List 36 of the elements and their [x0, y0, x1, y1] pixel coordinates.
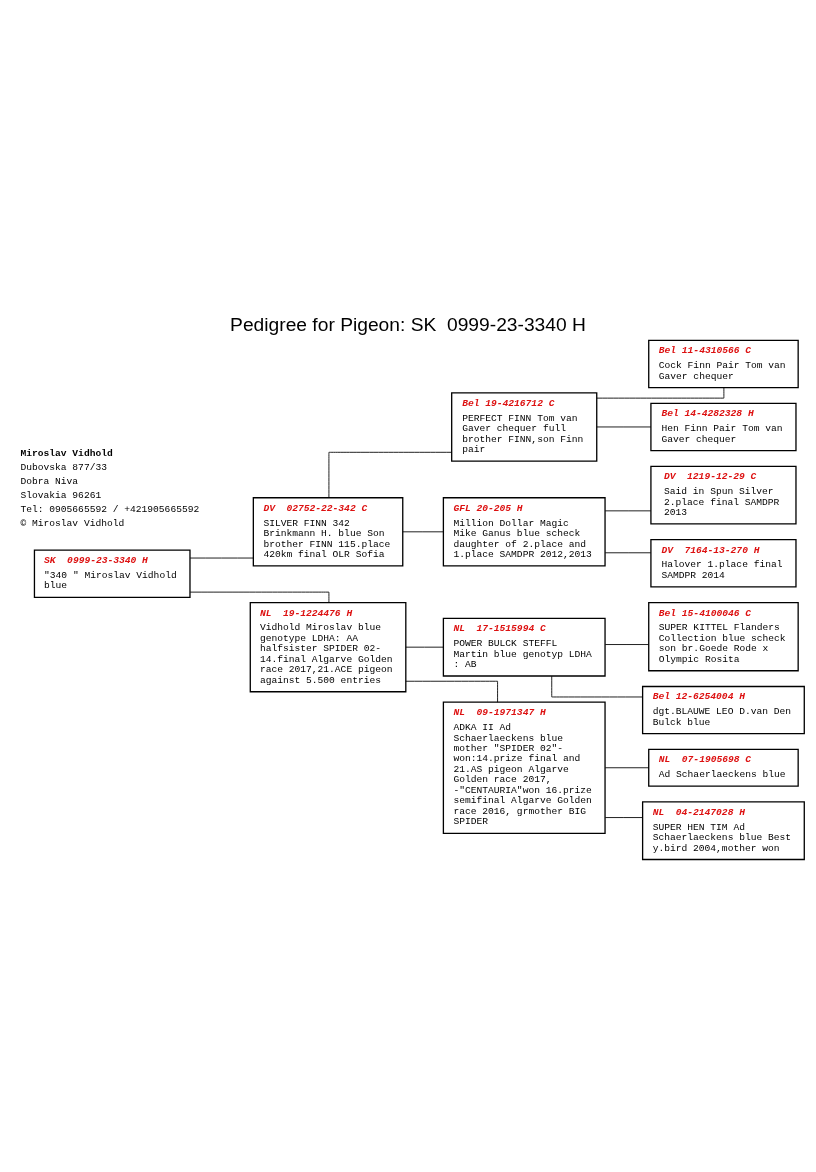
- node-box: DV 7164-13-270 H Halover 1.place final SAMDPR 2014: [650, 539, 797, 588]
- label: Dubovska 877/33: [20, 462, 107, 474]
- node-box: Bel 11-4310566 C Cock Finn Pair Tom van Gaver chequer: [648, 339, 799, 389]
- node-box: NL 07-1905698 C Ad Schaerlaeckens blue: [648, 748, 799, 787]
- connector: [189, 557, 254, 559]
- connector: [604, 817, 643, 818]
- label: Slovakia 96261: [20, 490, 102, 502]
- label: Miroslav Vidhold: [20, 447, 113, 459]
- node-box: Bel 12-6254004 H dgt.BLAUWE LEO D.van Den Bulck blue: [641, 685, 805, 735]
- node-box: NL 17-1515994 C POWER BULCK STEFFL Martin blue genotyp LDHA : AB: [442, 617, 606, 677]
- label: Dobra Niva: [20, 476, 79, 488]
- connector: [402, 531, 444, 533]
- connector: [405, 680, 498, 703]
- label: Tel: 0905665592 / +421905665592: [20, 504, 200, 516]
- node-box: DV 02752-22-342 C SILVER FINN 342 Brinkmann H. blue Son brother FINN 115.place 420km final OLR Sofia: [252, 497, 404, 567]
- diagram-title: Pedigree for Pigeon: SK 0999-23-3340 H: [230, 314, 586, 336]
- node-box: NL 19-1224476 H Vidhold Miroslav blue genotype LDHA: AA halfsister SPIDER 02- 14.final Algarve Golden race 2017,21.ACE pigeon against 5.500 entries: [249, 601, 407, 693]
- connector: [596, 426, 652, 428]
- node-box: NL 09-1971347 H ADKA II Ad Schaerlaeckens blue mother "SPIDER 02"- won:14.prize final and 21.AS pigeon Algarve Golden race 2017, -"CENTAURIA"won 16.prize semifinal Algarve Golden race 2016, grmother BIG SPIDER: [442, 701, 606, 834]
- connector: [604, 767, 650, 769]
- connector: [189, 591, 330, 603]
- node-box: Bel 15-4100046 C SUPER KITTEL Flanders Collection blue scheck son br.Goede Rode x Olympic Rosita: [648, 601, 799, 672]
- connector: [604, 552, 652, 554]
- connector: [328, 451, 452, 499]
- connector: [551, 675, 643, 698]
- node-box: SK 0999-23-3340 H "340 " Miroslav Vidhold blue: [33, 549, 191, 598]
- node-box: Bel 14-4282328 H Hen Finn Pair Tom van Gaver chequer: [650, 402, 797, 452]
- node-box: NL 04-2147028 H SUPER HEN TIM Ad Schaerlaeckens blue Best y.bird 2004,mother won: [641, 801, 805, 861]
- connector: [604, 644, 650, 645]
- node-box: GFL 20-205 H Million Dollar Magic Mike Ganus blue scheck daughter of 2.place and 1.place SAMDPR 2012,2013: [442, 497, 606, 567]
- node-box: DV 1219-12-29 C Said in Spun Silver 2.place final SAMDPR 2013: [650, 465, 797, 525]
- label: © Miroslav Vidhold: [20, 518, 125, 530]
- connector: [405, 646, 444, 648]
- node-box: Bel 19-4216712 C PERFECT FINN Tom van Gaver chequer full brother FINN,son Finn pair: [451, 392, 598, 462]
- connector: [604, 510, 652, 512]
- connector: [596, 387, 725, 399]
